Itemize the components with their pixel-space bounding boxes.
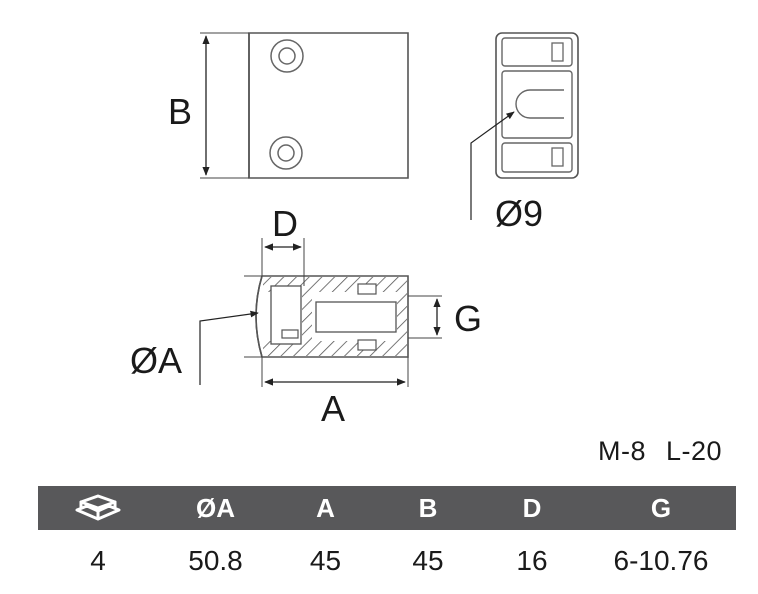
header-diameter: ØA: [158, 486, 273, 530]
side-view-middle-block: [501, 70, 573, 139]
table-header-row: ØA A B D G: [38, 486, 736, 530]
mounting-hole-bottom-outer: [269, 136, 303, 170]
spec-line: M-8 L-20: [598, 436, 722, 467]
dimension-diameter-label: ØA: [130, 340, 182, 381]
header-b: B: [378, 486, 478, 530]
cell-a: 45: [309, 545, 342, 576]
side-view-bottom-tab: [551, 147, 564, 167]
side-view-top-slot: [501, 37, 573, 67]
hole-leader-line: [470, 111, 515, 220]
cell-d: 16: [516, 545, 548, 576]
dimension-d-label: D: [272, 203, 298, 244]
section-top-nub: [357, 283, 377, 295]
table-row: 4 50.8 45 45 16 6-10.76: [38, 530, 736, 586]
mounting-hole-top-outer: [270, 39, 304, 73]
section-right-wall-hatch: [397, 292, 407, 341]
side-view-bottom-slot: [501, 142, 573, 173]
length-code: L-20: [666, 436, 723, 466]
header-a: A: [273, 486, 378, 530]
section-bottom-nub: [357, 339, 377, 351]
material-code: M-8: [598, 436, 646, 466]
header-d: D: [478, 486, 586, 530]
package-box-icon: [75, 494, 121, 521]
section-inner-left-hatch: [302, 292, 312, 341]
technical-drawing: B Ø9 D G ØA: [130, 32, 579, 429]
section-plate-tab: [281, 329, 299, 339]
cell-diameter: 50.8: [188, 545, 243, 576]
dimension-g-label: G: [454, 298, 482, 339]
header-g: G: [586, 486, 736, 530]
dimension-b-label: B: [168, 91, 192, 132]
front-view-outline: [248, 32, 409, 179]
dimension-a-label: A: [321, 388, 345, 429]
section-view: D G ØA A: [130, 203, 482, 429]
side-view-keyhole: [515, 89, 564, 119]
hole-diameter-label: Ø9: [495, 193, 543, 234]
spec-table: ØA A B D G 4 50.8 45 45 16 6-10.76: [38, 486, 736, 586]
side-view: Ø9: [470, 32, 579, 234]
cell-b: 45: [412, 545, 444, 576]
cell-g: 6-10.76: [613, 545, 709, 576]
mounting-hole-top-inner: [278, 47, 296, 65]
header-package-quantity: [38, 486, 158, 530]
side-view-outline: [495, 32, 579, 179]
section-screw-slot: [315, 301, 397, 333]
front-view: B: [168, 32, 409, 179]
side-view-top-tab: [551, 42, 564, 62]
diameter-leader-line: [199, 310, 259, 385]
mounting-hole-bottom-inner: [277, 144, 295, 162]
cell-quantity: 4: [90, 545, 106, 576]
